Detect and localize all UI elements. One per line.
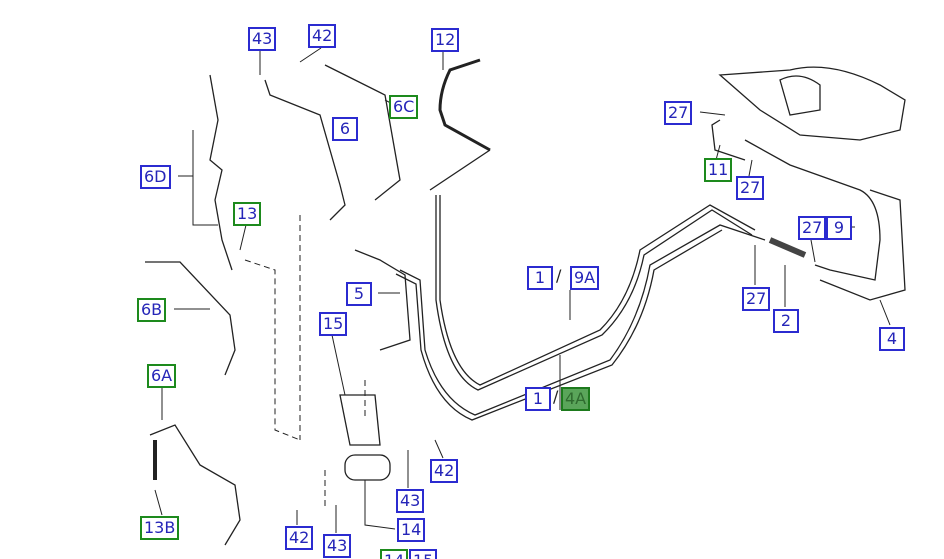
callout-15[interactable]: 15: [409, 549, 438, 559]
callout-14[interactable]: 14: [380, 549, 409, 559]
callout-1[interactable]: 1: [527, 266, 553, 290]
callout-6a[interactable]: 6A: [147, 364, 177, 388]
callout-27[interactable]: 27: [736, 176, 765, 200]
pipe-6d: [209, 74, 233, 271]
callout-6b[interactable]: 6B: [137, 298, 167, 322]
callout-27[interactable]: 27: [798, 216, 827, 240]
callout-13b[interactable]: 13B: [140, 516, 180, 540]
pipe-6c: [324, 64, 401, 201]
callout-27[interactable]: 27: [664, 101, 693, 125]
callout-2[interactable]: 2: [773, 309, 799, 333]
separator: /: [553, 387, 559, 406]
callout-15[interactable]: 15: [319, 312, 348, 336]
callout-6d[interactable]: 6D: [140, 165, 171, 189]
callout-42[interactable]: 42: [285, 526, 314, 550]
callout-4[interactable]: 4: [879, 327, 905, 351]
callout-6c[interactable]: 6C: [389, 95, 419, 119]
fuel-tank: [718, 66, 906, 141]
separator: /: [556, 266, 562, 285]
callout-1[interactable]: 1: [525, 387, 551, 411]
callout-9[interactable]: 9: [826, 216, 852, 240]
callout-4a[interactable]: 4A: [561, 387, 591, 411]
pipe-6: [264, 79, 346, 221]
fuel-filter: [344, 454, 391, 481]
pipe-4: [819, 189, 906, 301]
callout-43[interactable]: 43: [248, 27, 277, 51]
callout-42[interactable]: 42: [308, 24, 337, 48]
pipe-4a: [399, 224, 766, 416]
callout-9a[interactable]: 9A: [570, 266, 600, 290]
callout-43[interactable]: 43: [323, 534, 352, 558]
callout-42[interactable]: 42: [430, 459, 459, 483]
callout-12[interactable]: 12: [431, 28, 460, 52]
pipe-5: [354, 249, 411, 351]
pipe-9: [744, 139, 881, 281]
callout-27[interactable]: 27: [742, 287, 771, 311]
callout-5[interactable]: 5: [346, 282, 372, 306]
callout-6[interactable]: 6: [332, 117, 358, 141]
pipe-9a-inner: [435, 195, 753, 391]
hose-2: [768, 237, 807, 258]
callout-14[interactable]: 14: [397, 518, 426, 542]
pipe-12: [438, 58, 491, 152]
pipe-6a: [149, 424, 241, 546]
pipe-9a: [439, 195, 756, 386]
pipe-6b: [145, 261, 236, 376]
callout-13[interactable]: 13: [233, 202, 262, 226]
callout-43[interactable]: 43: [396, 489, 425, 513]
callout-11[interactable]: 11: [704, 158, 733, 182]
